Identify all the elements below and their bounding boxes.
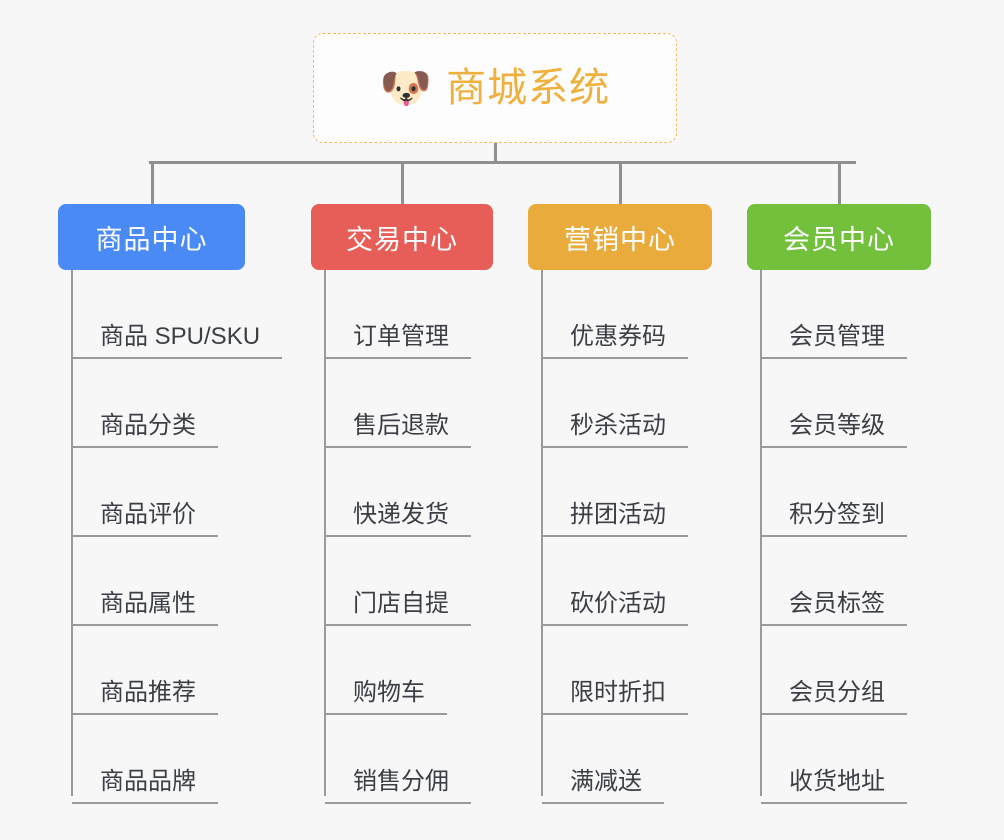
leaf-item-label: 快递发货 [325,501,471,537]
shiba-dog-face-icon: 🐶 [379,64,433,111]
connector-spine-marketing-center [541,270,543,796]
connector-root-stem [494,143,497,163]
leaf-item[interactable]: 商品推荐 [72,626,245,715]
leaf-item[interactable]: 限时折扣 [542,626,712,715]
branch-product-center: 商品中心商品 SPU/SKU 商品分类商品评价商品属性商品推荐商品品牌 [58,204,283,804]
connector-drop-marketing-center [619,161,622,204]
leaf-item[interactable]: 满减送 [542,715,712,804]
branch-header-marketing-center[interactable]: 营销中心 [528,204,712,270]
leaf-item-label: 优惠券码 [542,323,688,359]
leaf-item[interactable]: 商品 SPU/SKU [72,270,283,359]
leaf-item-label: 商品品牌 [72,768,218,804]
leaf-item[interactable]: 会员管理 [761,270,931,359]
leaf-item[interactable]: 商品分类 [72,359,245,448]
connector-spine-product-center [71,270,73,796]
leaf-item-label: 积分签到 [761,501,907,537]
leaf-list-product-center: 商品 SPU/SKU 商品分类商品评价商品属性商品推荐商品品牌 [58,270,283,804]
branch-marketing-center: 营销中心优惠券码秒杀活动拼团活动砍价活动限时折扣满减送 [528,204,712,804]
connector-spine-member-center [760,270,762,796]
branch-header-member-center[interactable]: 会员中心 [747,204,931,270]
leaf-item[interactable]: 会员分组 [761,626,931,715]
branch-member-center: 会员中心会员管理会员等级积分签到会员标签会员分组收货地址 [747,204,931,804]
leaf-item-label: 会员等级 [761,412,907,448]
leaf-item-label: 收货地址 [761,768,907,804]
leaf-list-marketing-center: 优惠券码秒杀活动拼团活动砍价活动限时折扣满减送 [528,270,712,804]
leaf-item-label: 会员标签 [761,590,907,626]
leaf-item-label: 砍价活动 [542,590,688,626]
root-node[interactable]: 🐶 商城系统 [313,33,677,143]
branch-header-label: 交易中心 [346,224,458,255]
branch-header-label: 会员中心 [783,224,895,255]
leaf-item-label: 商品评价 [72,501,218,537]
leaf-item-label: 秒杀活动 [542,412,688,448]
leaf-item[interactable]: 销售分佣 [325,715,493,804]
branch-header-label: 营销中心 [564,224,676,255]
branch-trade-center: 交易中心订单管理售后退款快递发货门店自提购物车销售分佣 [311,204,493,804]
branch-header-trade-center[interactable]: 交易中心 [311,204,493,270]
leaf-item[interactable]: 收货地址 [761,715,931,804]
leaf-item-label: 售后退款 [325,412,471,448]
leaf-item-label: 商品 SPU/SKU [72,323,283,359]
leaf-item-label: 订单管理 [325,323,471,359]
leaf-item-label: 限时折扣 [542,679,688,715]
leaf-item-label: 会员管理 [761,323,907,359]
leaf-item-label: 购物车 [325,679,447,715]
leaf-item-label: 商品属性 [72,590,218,626]
leaf-item[interactable]: 会员标签 [761,537,931,626]
leaf-item[interactable]: 商品属性 [72,537,245,626]
leaf-item[interactable]: 订单管理 [325,270,493,359]
root-node-title: 商城系统 [446,66,611,110]
connector-spine-trade-center [324,270,326,796]
leaf-list-member-center: 会员管理会员等级积分签到会员标签会员分组收货地址 [747,270,931,804]
connector-drop-product-center [151,161,154,204]
leaf-item[interactable]: 商品评价 [72,448,245,537]
leaf-item-label: 会员分组 [761,679,907,715]
leaf-item[interactable]: 优惠券码 [542,270,712,359]
branch-header-label: 商品中心 [95,224,208,255]
leaf-item[interactable]: 售后退款 [325,359,493,448]
leaf-item[interactable]: 快递发货 [325,448,493,537]
leaf-item[interactable]: 砍价活动 [542,537,712,626]
leaf-item[interactable]: 购物车 [325,626,493,715]
leaf-item-label: 销售分佣 [325,768,471,804]
leaf-item[interactable]: 秒杀活动 [542,359,712,448]
leaf-item-label: 拼团活动 [542,501,688,537]
branch-header-product-center[interactable]: 商品中心 [58,204,245,270]
connector-drop-member-center [838,161,841,204]
leaf-item[interactable]: 拼团活动 [542,448,712,537]
leaf-item[interactable]: 门店自提 [325,537,493,626]
leaf-item-label: 商品推荐 [72,679,218,715]
connector-drop-trade-center [401,161,404,204]
leaf-item[interactable]: 会员等级 [761,359,931,448]
connector-horizontal-bus [149,161,856,164]
leaf-item-label: 满减送 [542,768,664,804]
leaf-item[interactable]: 积分签到 [761,448,931,537]
leaf-item[interactable]: 商品品牌 [72,715,245,804]
leaf-list-trade-center: 订单管理售后退款快递发货门店自提购物车销售分佣 [311,270,493,804]
leaf-item-label: 商品分类 [72,412,218,448]
leaf-item-label: 门店自提 [325,590,471,626]
